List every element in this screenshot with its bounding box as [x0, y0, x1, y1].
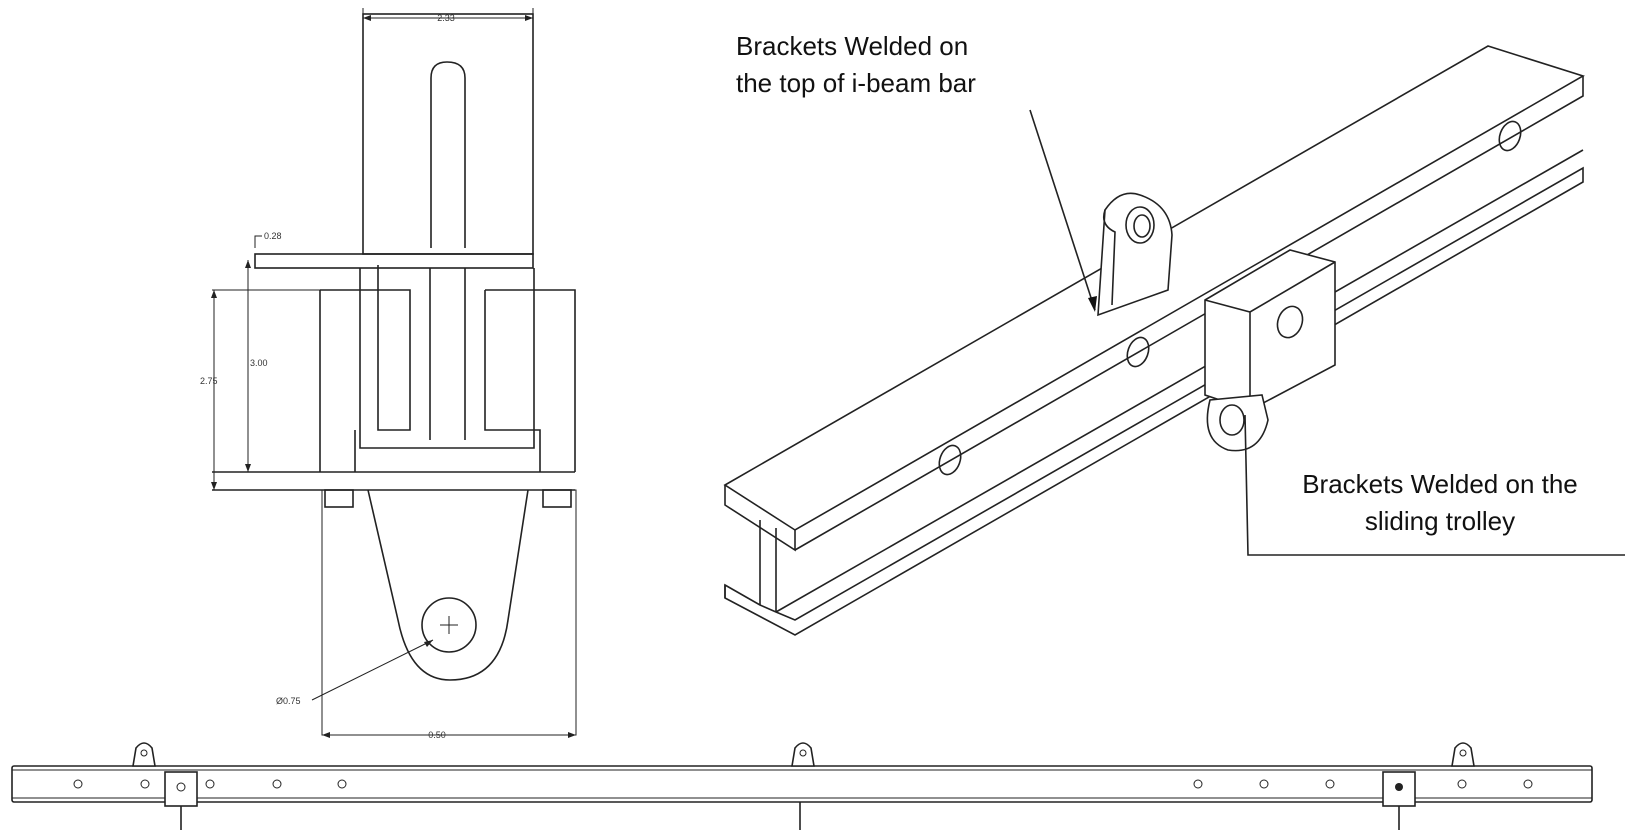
dim-top-width: 2.33 [437, 13, 455, 23]
isometric-view [723, 45, 1625, 636]
callout-top-bracket-line1: Brackets Welded on [736, 31, 968, 61]
dim-hole-diameter: Ø0.75 [276, 696, 301, 706]
callout-trolley-bracket-line2: sliding trolley [1365, 506, 1515, 536]
dim-height-outer: 2.75 [200, 376, 218, 386]
front-section-view: 2.33 0.28 3.00 2.75 Ø0.75 0.50 [200, 8, 577, 740]
callout-top-bracket-line2: the top of i-beam bar [736, 68, 976, 98]
dim-height-inner: 3.00 [250, 358, 268, 368]
dim-bottom-width: 0.50 [428, 730, 446, 740]
dim-flange-thickness: 0.28 [264, 231, 282, 241]
bottom-elevation-view [11, 742, 1593, 830]
callout-trolley-bracket-line1: Brackets Welded on the [1302, 469, 1578, 499]
